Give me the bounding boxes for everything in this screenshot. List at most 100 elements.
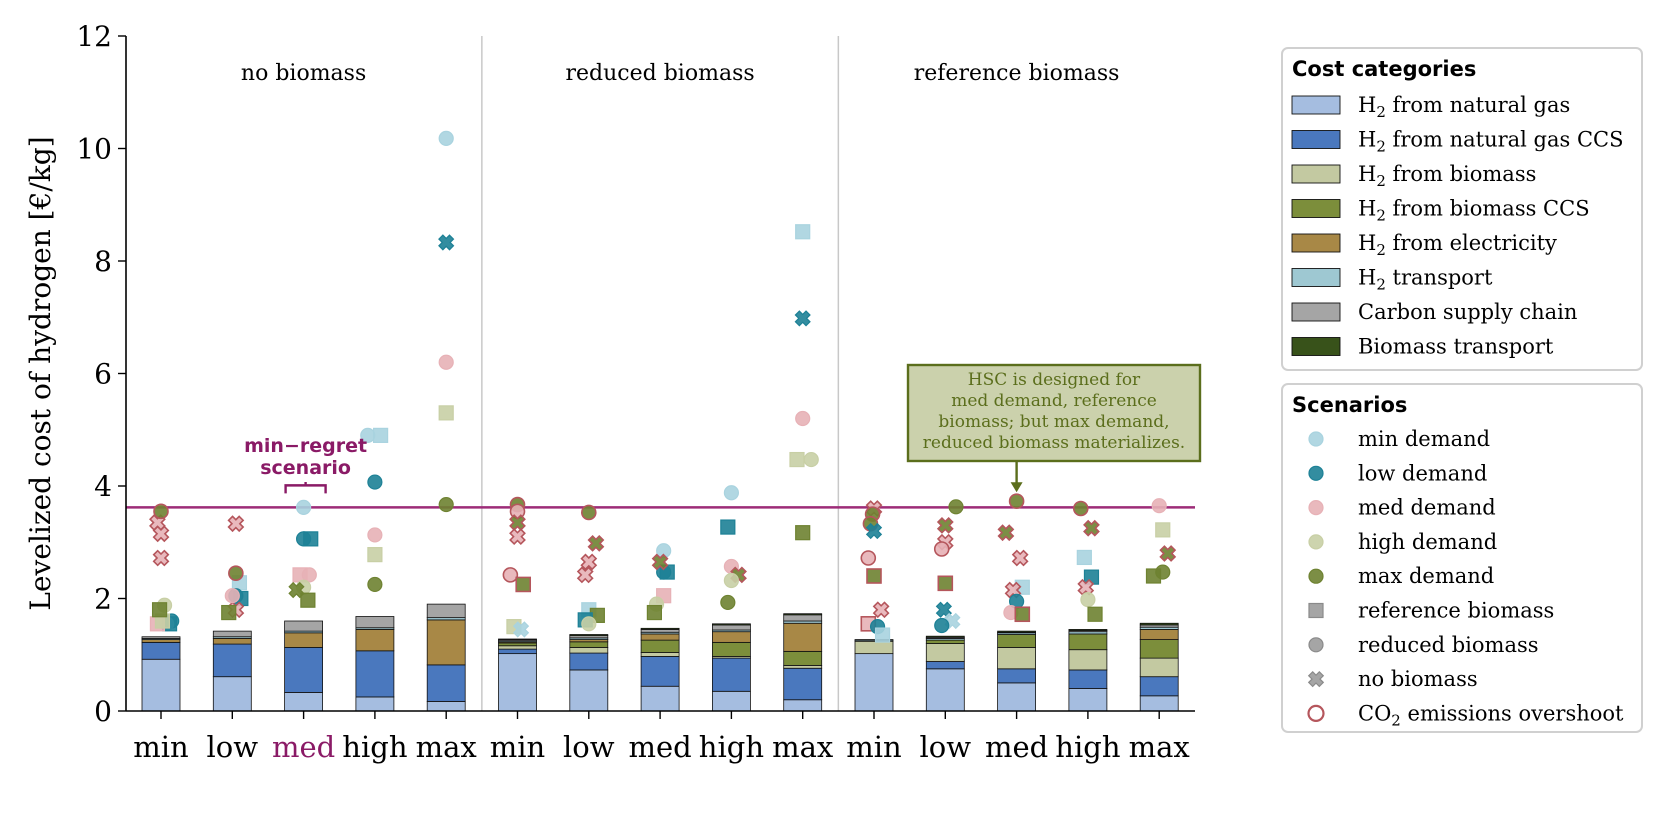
scenario-marker	[152, 525, 170, 543]
scenario-marker	[1155, 522, 1171, 538]
bar-segment	[640, 629, 680, 633]
co2-symbol: CO	[1358, 701, 1391, 725]
scenario-marker	[221, 604, 237, 621]
scenario-marker	[1004, 581, 1022, 599]
scenario-marker	[502, 567, 519, 583]
scenario-marker	[1080, 592, 1096, 608]
subscript-2: 2	[1376, 138, 1386, 156]
bar-segment	[1139, 695, 1179, 712]
scenario-marker	[296, 499, 312, 515]
bar-segment	[1068, 633, 1108, 651]
stacked-bars	[141, 603, 1179, 712]
bar-segment	[426, 619, 466, 666]
bar-segment	[355, 629, 395, 652]
legend-cost-swatch	[1291, 233, 1341, 253]
scenario-marker	[227, 515, 245, 533]
bar-segment	[712, 623, 751, 626]
scenario-marker	[300, 592, 316, 608]
x-tick-label: high	[342, 730, 407, 764]
x-tick-label: max	[416, 730, 477, 764]
bar-segment	[569, 652, 609, 671]
scenario-marker	[1145, 568, 1162, 584]
legend-cost-title: Cost categories	[1292, 57, 1476, 81]
scenario-marker	[723, 572, 740, 589]
bar-segment	[141, 639, 181, 643]
scenario-marker	[948, 499, 964, 515]
bar-segment	[712, 690, 751, 712]
legend-cost-label: H2 from biomass CCS	[1358, 197, 1590, 225]
scenario-marker	[795, 224, 811, 240]
bar-segment	[569, 634, 609, 637]
scenario-marker	[367, 527, 383, 543]
bar-segment	[212, 643, 252, 678]
hsc-arrow-head	[1010, 482, 1023, 493]
y-tick-label: 6	[94, 358, 112, 391]
legend-scenario-marker	[1307, 704, 1325, 723]
x-tick-label: low	[920, 730, 972, 764]
bar-segment	[640, 627, 680, 630]
legend-cost-frame	[1281, 47, 1643, 371]
scenario-marker	[581, 616, 597, 632]
h2-symbol: H	[1358, 266, 1376, 290]
bar-segment	[569, 647, 609, 654]
bar-segment	[1139, 629, 1179, 640]
bar-segment	[426, 701, 466, 712]
bar-segment	[640, 639, 680, 653]
scenario-marker	[301, 567, 317, 583]
x-tick-label: max	[1129, 730, 1190, 764]
bar-segment	[997, 668, 1036, 684]
scenario-marker	[720, 594, 736, 611]
legend-scenario-marker	[1308, 602, 1324, 619]
min-regret-label-line1: min−regret	[244, 435, 367, 457]
bar-segment	[925, 635, 965, 638]
legend-cost-label-text: from biomass CCS	[1386, 197, 1590, 221]
bar-segment	[284, 692, 324, 712]
scenario-marker	[934, 617, 950, 634]
scenario-marker	[866, 568, 882, 584]
bar-segment	[997, 630, 1036, 633]
group-label: reduced biomass	[566, 61, 755, 86]
bar-segment	[925, 643, 965, 662]
scenario-marker	[512, 621, 530, 638]
hsc-annotation-line: reduced biomass materializes.	[923, 433, 1185, 453]
y-tick-label: 8	[94, 245, 112, 278]
group-label: reference biomass	[914, 61, 1120, 86]
scenario-marker	[794, 310, 811, 327]
subscript-2: 2	[1391, 711, 1401, 729]
bar-segment	[997, 682, 1036, 712]
scenario-marker	[228, 565, 244, 581]
scenario-marker	[795, 525, 811, 541]
x-tick-label: high	[699, 730, 764, 764]
scenario-marker	[580, 504, 597, 521]
scenario-marker	[1159, 545, 1177, 562]
hsc-annotation-line: HSC is designed for	[968, 370, 1141, 390]
legend-cost-swatch	[1291, 95, 1341, 115]
scenario-marker	[373, 427, 389, 443]
scenario-marker	[720, 519, 736, 535]
bar-segment	[783, 699, 823, 712]
min-regret-bracket	[284, 482, 327, 494]
bar-segment	[141, 636, 181, 639]
h2-symbol: H	[1358, 231, 1376, 255]
y-tick-label: 2	[94, 583, 112, 616]
bar-segment	[1139, 657, 1179, 678]
legend-scenarios-title: Scenarios	[1292, 393, 1407, 417]
scenario-marker	[874, 627, 891, 643]
bar-segment	[783, 650, 823, 666]
bar-segment	[640, 633, 680, 641]
scenario-marker	[367, 547, 383, 563]
y-axis-label: Levelized cost of hydrogen [€/kg]	[24, 136, 57, 610]
x-tick-label: min	[133, 730, 188, 764]
bar-segment	[997, 634, 1036, 648]
hsc-annotation-box	[906, 363, 1202, 463]
scenario-marker	[224, 588, 240, 604]
bar-segment	[284, 647, 324, 693]
legend-cost-label: H2 transport	[1358, 266, 1493, 294]
scenario-marker	[438, 405, 454, 421]
x-tick-label: med	[985, 730, 1048, 764]
bar-segment	[1068, 649, 1108, 671]
legend-scenario-marker	[1308, 465, 1324, 481]
bar-segment	[141, 658, 181, 712]
h2-symbol: H	[1358, 197, 1376, 221]
